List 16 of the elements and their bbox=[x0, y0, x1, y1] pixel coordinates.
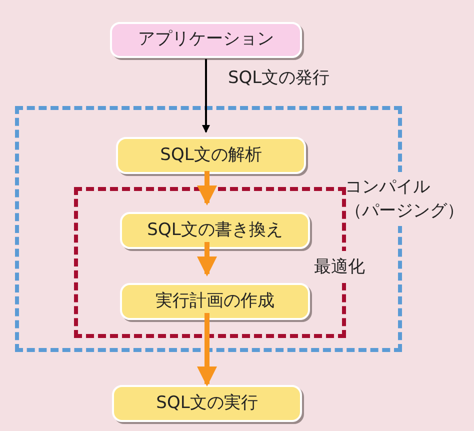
arrow bbox=[197, 171, 217, 206]
arrow bbox=[197, 313, 217, 386]
process-box bbox=[112, 385, 302, 422]
step-text: アプリケーション bbox=[138, 28, 274, 52]
step-text: SQL文の解析 bbox=[160, 144, 262, 167]
step-text: SQL文の書き換え bbox=[147, 218, 283, 242]
process-box bbox=[120, 283, 310, 320]
edge-label: SQL文の発行 bbox=[228, 67, 330, 90]
step-text: 実行計画の作成 bbox=[156, 290, 274, 313]
arrow bbox=[202, 59, 210, 133]
arrow bbox=[197, 242, 217, 276]
process-box bbox=[120, 212, 310, 249]
region-label: 最適化 bbox=[312, 251, 367, 283]
step-text: SQL文の実行 bbox=[156, 392, 258, 415]
process-box bbox=[110, 22, 302, 58]
process-box bbox=[116, 137, 306, 174]
